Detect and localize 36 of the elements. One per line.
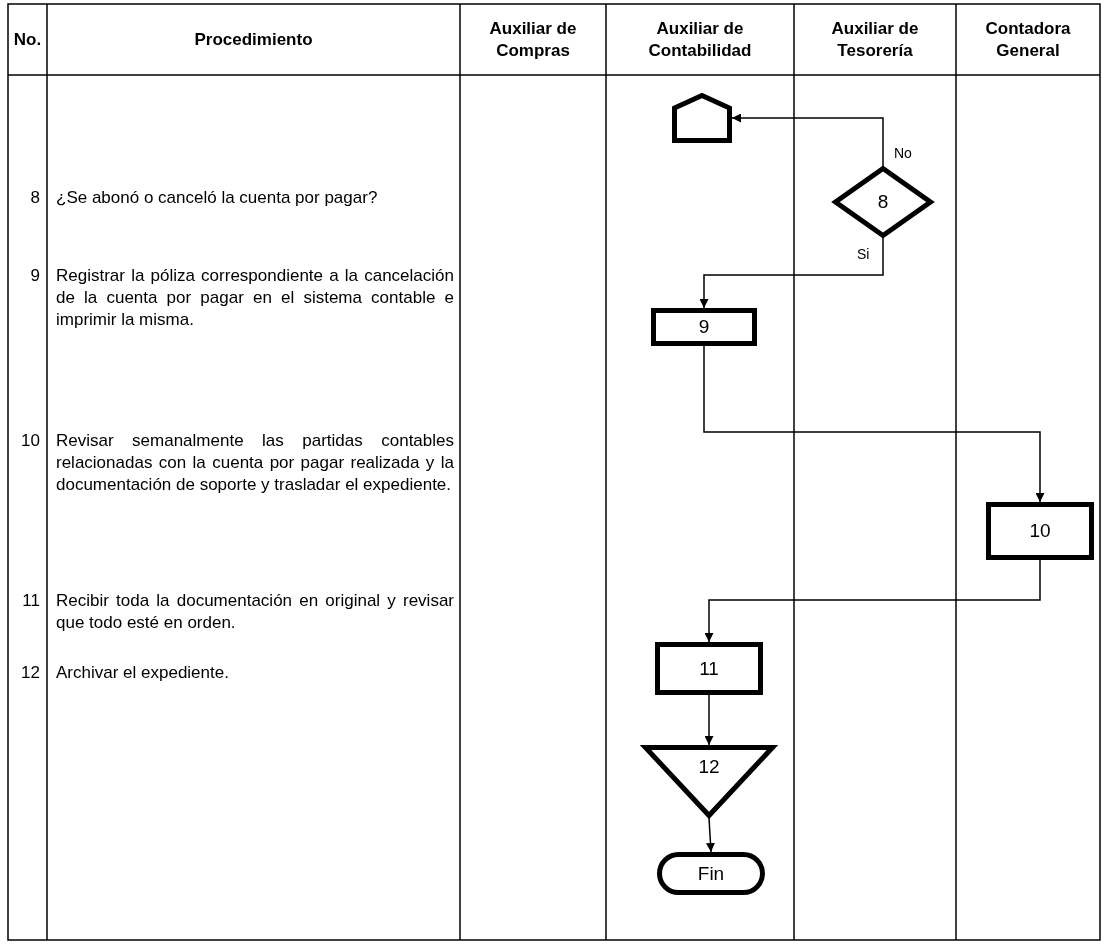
arrow [703,345,1045,503]
column-header: Auxiliar de Tesorería [830,18,920,62]
procedure-text: Archivar el expediente. [56,662,230,684]
process-box [651,308,757,346]
step-number: 9 [698,316,710,338]
procedure-text: Recibir toda la documentación en original y revisar que todo esté en orden. [56,590,454,634]
step-number: 8 [29,187,40,209]
step-number: 12 [20,662,40,684]
column-header: Contadora General [984,18,1072,62]
edge-label: Si [856,246,871,262]
arrow [706,817,715,853]
step-number: 11 [699,657,719,680]
arrow [704,694,714,746]
arrow [704,559,1041,643]
procedure-text: Registrar la póliza correspondiente a la cancelación de la cuenta por pagar en el sistema contable e imprimir la misma. [56,265,454,331]
arrow [699,237,884,309]
process-box [655,642,763,695]
off-page-connector [672,93,732,143]
edge-label: No [893,145,913,161]
column-header: No. [12,29,43,51]
process-box [986,502,1094,560]
step-number: 8 [877,191,889,213]
column-header: Auxiliar de Contabilidad [647,18,753,62]
arrow [731,113,884,167]
step-number: 9 [29,265,40,287]
column-header: Procedimiento [193,29,314,51]
step-number: 12 [698,755,720,778]
terminator [657,852,765,895]
procedure-text: Revisar semanalmente las partidas contables relacionadas con la cuenta por pagar realizada y la documentación de soporte y trasladar el expediente. [56,430,454,496]
step-number: 11 [21,590,40,612]
step-number: Fin [697,862,725,885]
procedure-text: ¿Se abonó o canceló la cuenta por pagar? [56,187,379,209]
step-number: 10 [1029,520,1051,542]
column-header: Auxiliar de Compras [488,18,578,62]
decision-diamond [833,166,933,238]
step-number: 10 [20,430,40,452]
